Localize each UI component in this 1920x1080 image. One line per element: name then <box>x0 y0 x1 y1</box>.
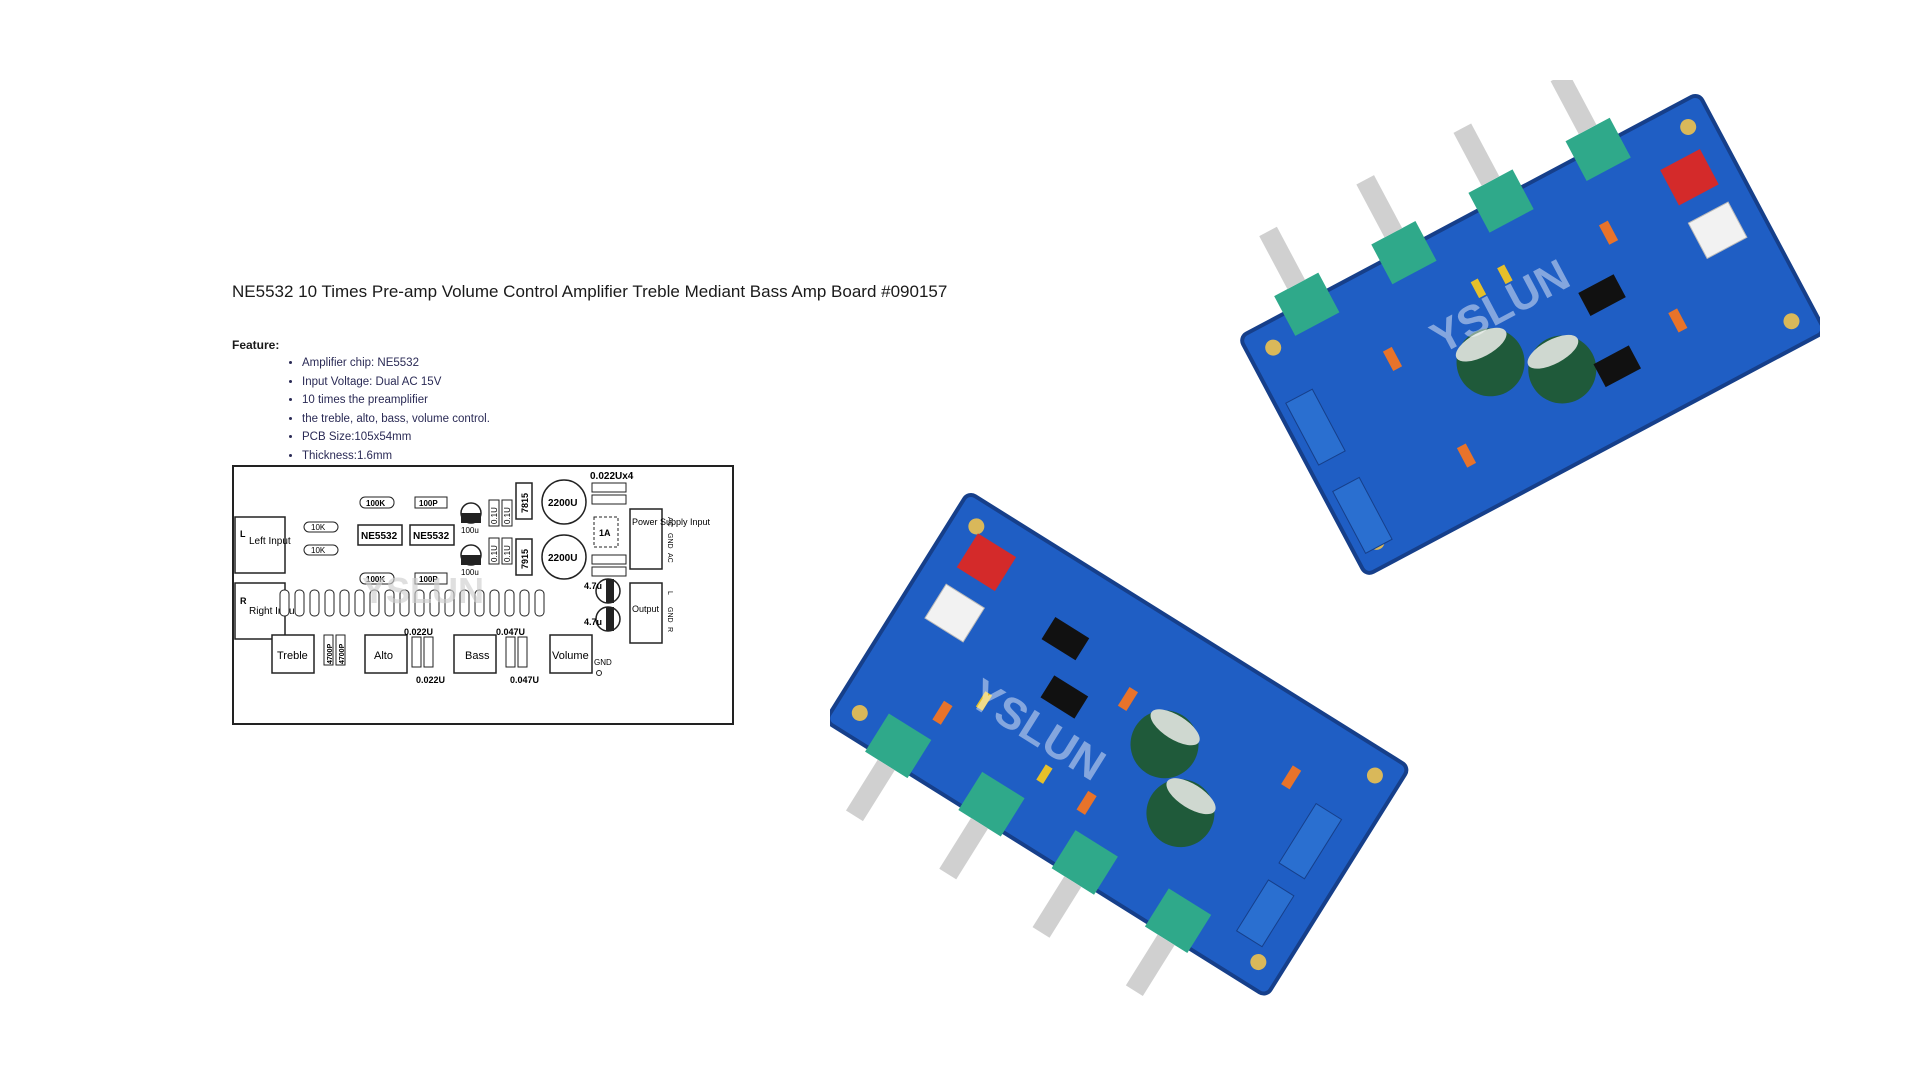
cap-47u-label: 4.7u <box>584 617 602 627</box>
potentiometers <box>845 713 1212 996</box>
res-10k-label: 10K <box>311 523 326 532</box>
cap-0047u-label: 0.047U <box>510 675 539 685</box>
pot-alto-label: Alto <box>374 650 393 662</box>
board-photo-bottom: YSLUN <box>830 470 1410 1010</box>
res-100k-label: 100K <box>366 575 385 584</box>
pot-bass-label: Bass <box>465 650 490 662</box>
board-photo-top: YSLUN <box>1240 80 1820 580</box>
cap-2200u-label: 2200U <box>548 498 577 509</box>
potentiometers <box>1259 80 1631 336</box>
feature-item: the treble, alto, bass, volume control. <box>302 410 490 429</box>
chip-1-label: NE5532 <box>361 531 398 542</box>
cap-0047u-label: 0.047U <box>496 627 525 637</box>
pin-gnd-label: GND <box>666 533 673 549</box>
cap-0022u-label: 0.022U <box>404 627 433 637</box>
pin-ac-label: AC <box>666 517 673 527</box>
cap-4700p-label: 4700P <box>327 643 334 664</box>
cap-100p-label: 100P <box>419 575 438 584</box>
res-10k-label: 10K <box>311 546 326 555</box>
cap-0022u-x4-label: 0.022Ux4 <box>590 471 634 482</box>
in-r-label: R <box>240 596 247 606</box>
cap-2200u-label: 2200U <box>548 553 577 564</box>
cap-100u-label: 100u <box>461 568 479 577</box>
pin-ac-label: AC <box>666 553 673 563</box>
res-100k-label: 100K <box>366 499 385 508</box>
feature-item: Input Voltage: Dual AC 15V <box>302 373 490 392</box>
feature-item: 10 times the preamplifier <box>302 391 490 410</box>
cap-47u-label: 4.7u <box>584 581 602 591</box>
watermark: YSLUN <box>362 570 484 611</box>
out-l-label: L <box>666 591 673 595</box>
feature-label: Feature: <box>232 338 280 352</box>
cap-4700p-label: 4700P <box>339 643 346 664</box>
pin-gnd-label: GND <box>666 607 673 623</box>
cap-100u-label: 100u <box>461 526 479 535</box>
product-title: NE5532 10 Times Pre-amp Volume Control A… <box>232 282 948 301</box>
cap-100p-label: 100P <box>419 499 438 508</box>
output-label: Output <box>632 604 660 614</box>
out-r-label: R <box>666 627 673 632</box>
reg-7915-label: 7915 <box>520 549 530 569</box>
cap-01u-label: 0.1U <box>490 507 499 524</box>
gnd-label: GND <box>594 658 612 667</box>
pot-treble-label: Treble <box>277 650 308 662</box>
chip-2-label: NE5532 <box>413 531 450 542</box>
reg-7815-label: 7815 <box>520 493 530 513</box>
pot-volume-label: Volume <box>552 650 589 662</box>
left-input-label: Left Input <box>249 536 291 547</box>
right-input-label: Right Input <box>249 606 298 617</box>
feature-item: PCB Size:105x54mm <box>302 428 490 447</box>
pcb-layout-diagram: Left Input L Right Input R 10K 10K 100K … <box>232 465 734 725</box>
feature-list: Amplifier chip: NE5532 Input Voltage: Du… <box>230 354 490 465</box>
in-l-label: L <box>240 529 246 539</box>
cap-01u-label: 0.1U <box>503 507 512 524</box>
resistor-row <box>279 589 545 617</box>
product-description: NE5532 10 Times Pre-amp Volume Control A… <box>230 272 950 750</box>
fuse-label: 1A <box>599 528 611 538</box>
left-input-block <box>234 516 286 574</box>
feature-item: Thickness:1.6mm <box>302 447 490 466</box>
cap-0022u-label: 0.022U <box>416 675 445 685</box>
feature-item: Amplifier chip: NE5532 <box>302 354 490 373</box>
cap-01u-label: 0.1U <box>503 545 512 562</box>
cap-01u-label: 0.1U <box>490 545 499 562</box>
power-input-label: Power Supply Input <box>632 517 711 527</box>
